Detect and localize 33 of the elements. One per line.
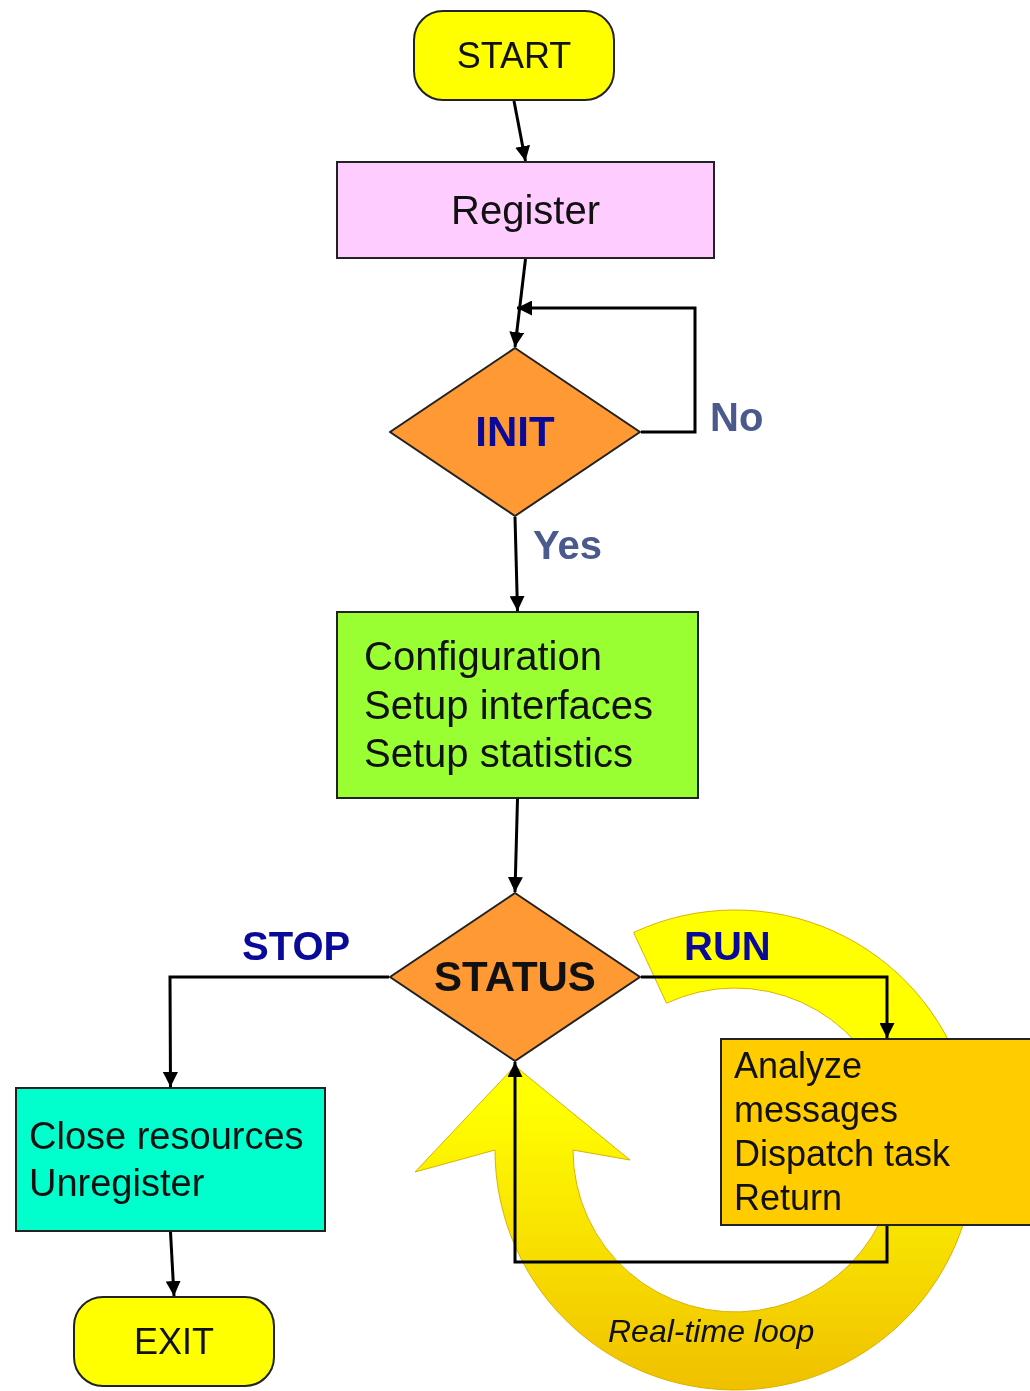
arrow xyxy=(165,1231,181,1297)
node-text: Analyze messages xyxy=(734,1044,900,1132)
node-text: START xyxy=(456,33,572,78)
node-text: Close resources xyxy=(29,1114,305,1160)
arrow xyxy=(507,1062,889,1264)
node-text: Setup statistics xyxy=(364,730,634,778)
arrow xyxy=(509,258,527,348)
decision-label: STATUS xyxy=(434,952,596,1003)
arrow xyxy=(512,100,531,162)
arrow xyxy=(162,975,389,1087)
edge-label: Yes xyxy=(533,523,602,568)
arrow xyxy=(507,798,523,893)
node-text: Configuration xyxy=(364,632,603,680)
process-box xyxy=(336,161,715,259)
process-box xyxy=(720,1038,1030,1226)
node-text: Register xyxy=(450,186,601,234)
terminal-box xyxy=(73,1296,275,1387)
process-box xyxy=(336,611,699,799)
arrow xyxy=(517,300,697,434)
terminal-box xyxy=(413,10,615,101)
edge-label: RUN xyxy=(684,924,771,969)
decision-label: INIT xyxy=(475,407,555,458)
process-box xyxy=(15,1087,326,1232)
node-text: Unregister xyxy=(29,1160,206,1206)
node-text: Dispatch task xyxy=(734,1132,952,1176)
arrow xyxy=(509,516,525,612)
node-text: Setup interfaces xyxy=(364,681,655,729)
node-text: Return xyxy=(734,1175,844,1220)
node-text: EXIT xyxy=(134,1319,214,1364)
edge-label: STOP xyxy=(242,924,351,969)
edge-label: No xyxy=(710,395,764,440)
loop-label: Real-time loop xyxy=(608,1312,816,1351)
arrow xyxy=(641,975,895,1038)
